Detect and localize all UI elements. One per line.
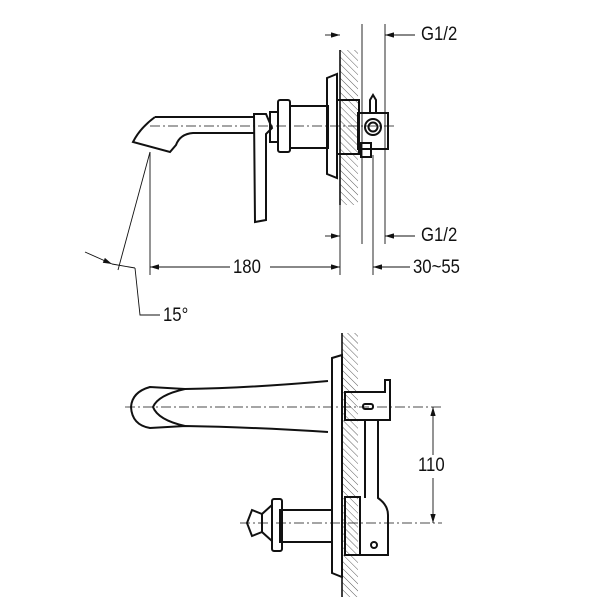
wall-depth-dimension-label: 30~55 [413,257,460,278]
valve-body-side [357,93,389,158]
thread-size-top-label: G1/2 [421,24,458,45]
wall-plate-top [331,353,343,579]
side-view [84,24,415,316]
projection-dimension-label: 180 [233,257,261,278]
top-view [125,333,442,597]
lower-valve-handle [245,498,333,552]
centerlines [125,406,442,524]
angle-label: 15° [163,305,189,326]
dimension-lines-side [84,32,415,316]
valve-body-top [344,379,391,556]
extension-lines [149,24,386,275]
spout-top [129,380,329,433]
thread-size-bottom-label: G1/2 [421,225,458,246]
wall-section-top [341,333,358,597]
spout-side [131,116,255,154]
center-distance-label: 110 [418,455,445,476]
wall-section [339,50,358,205]
